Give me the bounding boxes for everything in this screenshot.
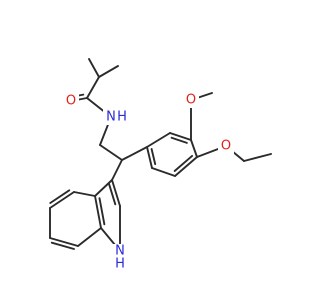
bond-cm-c3	[111, 159, 123, 181]
bond-double-b2-b3	[170, 136, 188, 144]
h-indole-bg	[114, 257, 126, 270]
bond-c3a-c3	[94, 179, 113, 197]
atom-label-h-indole: H	[115, 257, 125, 272]
bond-c6-c7	[49, 237, 79, 247]
bond-ch2-cm	[99, 144, 123, 161]
atom-label-o-carbonyl: O	[66, 94, 76, 109]
bond-double-c4-c5	[49, 189, 71, 204]
atom-label-n-amide: N	[106, 110, 116, 125]
atom-label-layer: O N H O O N H	[63, 92, 234, 272]
molecule-diagram: O N H O O N H	[49, 58, 272, 272]
bond-c7-c7a	[77, 227, 102, 247]
bond-ch-me2	[88, 58, 100, 78]
bond-c7a-c3a	[94, 195, 102, 229]
atom-label-o-ethoxy: O	[221, 139, 231, 154]
bond-double-c7a-c3a	[98, 197, 106, 226]
bond-b6-b1	[146, 146, 153, 169]
bond-c4-c5	[49, 191, 75, 209]
o-ethoxy-bg	[218, 138, 234, 154]
nh-amide-bg	[103, 109, 129, 125]
bond-c3-c2	[111, 179, 121, 207]
bond-e1-e2	[243, 153, 272, 162]
atom-label-n-indole: N	[115, 244, 125, 259]
atom-label-h-amide: H	[117, 110, 127, 125]
bond-c3a-c4	[73, 191, 96, 197]
bond-b5-b6	[151, 167, 176, 177]
o-carbonyl-bg	[63, 93, 79, 109]
bond-b2-b3	[169, 132, 192, 141]
bond-ch-cc	[86, 76, 100, 99]
bond-double-c3-c2	[108, 183, 117, 206]
o-methoxy-bg	[183, 92, 199, 108]
n-indole-bg	[112, 244, 128, 258]
bond-double-b6-b1	[150, 148, 157, 166]
bond-b3-b4	[190, 139, 198, 158]
bond-double-c6-c7	[50, 241, 75, 250]
bond-double-b4-b5	[173, 154, 194, 172]
bond-cm-b1	[121, 146, 148, 161]
bond-b1-b2	[146, 132, 171, 148]
bond-me1-ch	[98, 65, 119, 78]
bond-layer	[49, 58, 272, 252]
atom-label-o-methoxy: O	[186, 93, 196, 108]
structure-canvas: O N H O O N H	[49, 58, 272, 272]
bond-b4-b5	[174, 156, 198, 177]
